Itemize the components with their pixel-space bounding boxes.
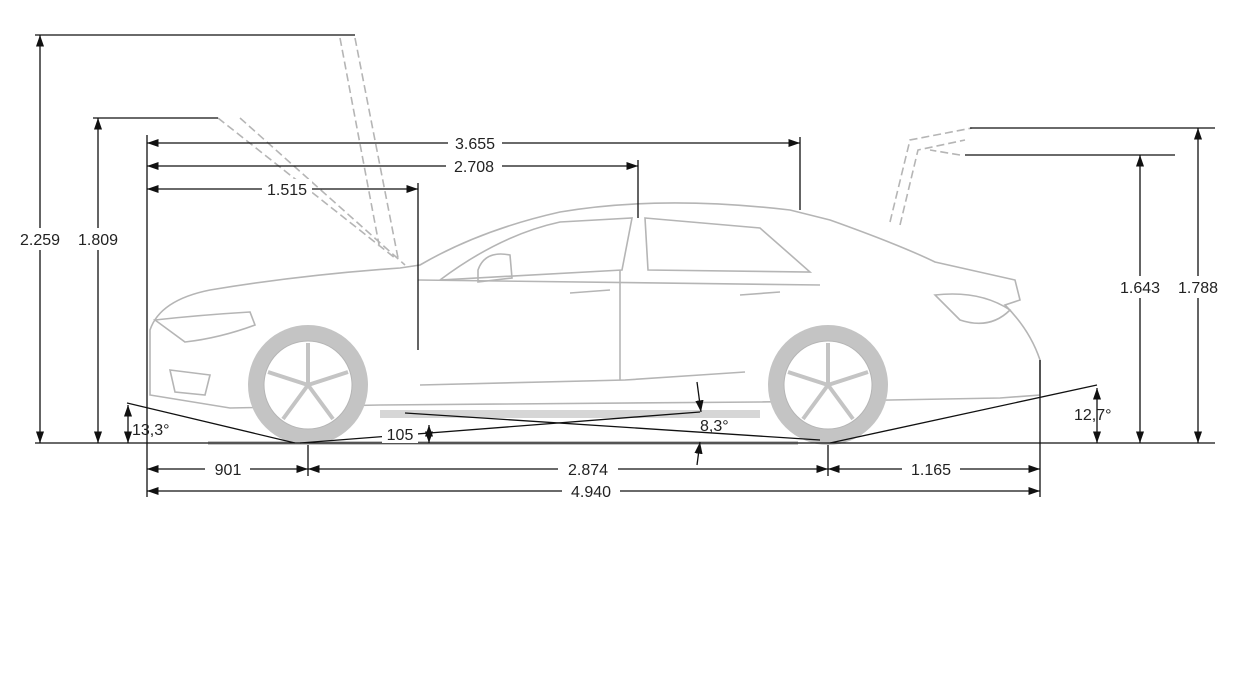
label-front-to-windscreen: 1.515 [267,182,307,199]
front-wheel-spokes [267,343,349,421]
car-side-view [149,37,1041,445]
dimension-lines [35,35,1203,496]
label-wheelbase: 2.874 [568,462,608,479]
dimension-labels: 2.259 1.809 3.655 2.708 1.515 1.643 1.78… [15,133,1223,501]
label-approach-angle: 13,3° [132,422,170,439]
label-ramp-breakover-angle: 8,3° [700,418,729,435]
label-height-trunk-open-max: 1.788 [1178,280,1218,297]
label-departure-angle: 12,7° [1074,407,1112,424]
label-height-trunk-open: 1.643 [1120,280,1160,297]
label-roof-length: 3.655 [455,136,495,153]
label-windscreen-to-b-pillar: 2.708 [454,159,494,176]
extension-lines [35,34,1215,497]
label-overall-length: 4.940 [571,484,611,501]
rear-wheel-spokes [787,343,869,421]
label-height-hood-front: 1.809 [78,232,118,249]
label-rear-overhang: 1.165 [911,462,951,479]
label-height-hood-open: 2.259 [20,232,60,249]
label-front-overhang: 901 [215,462,242,479]
label-ground-clearance: 105 [387,427,414,444]
